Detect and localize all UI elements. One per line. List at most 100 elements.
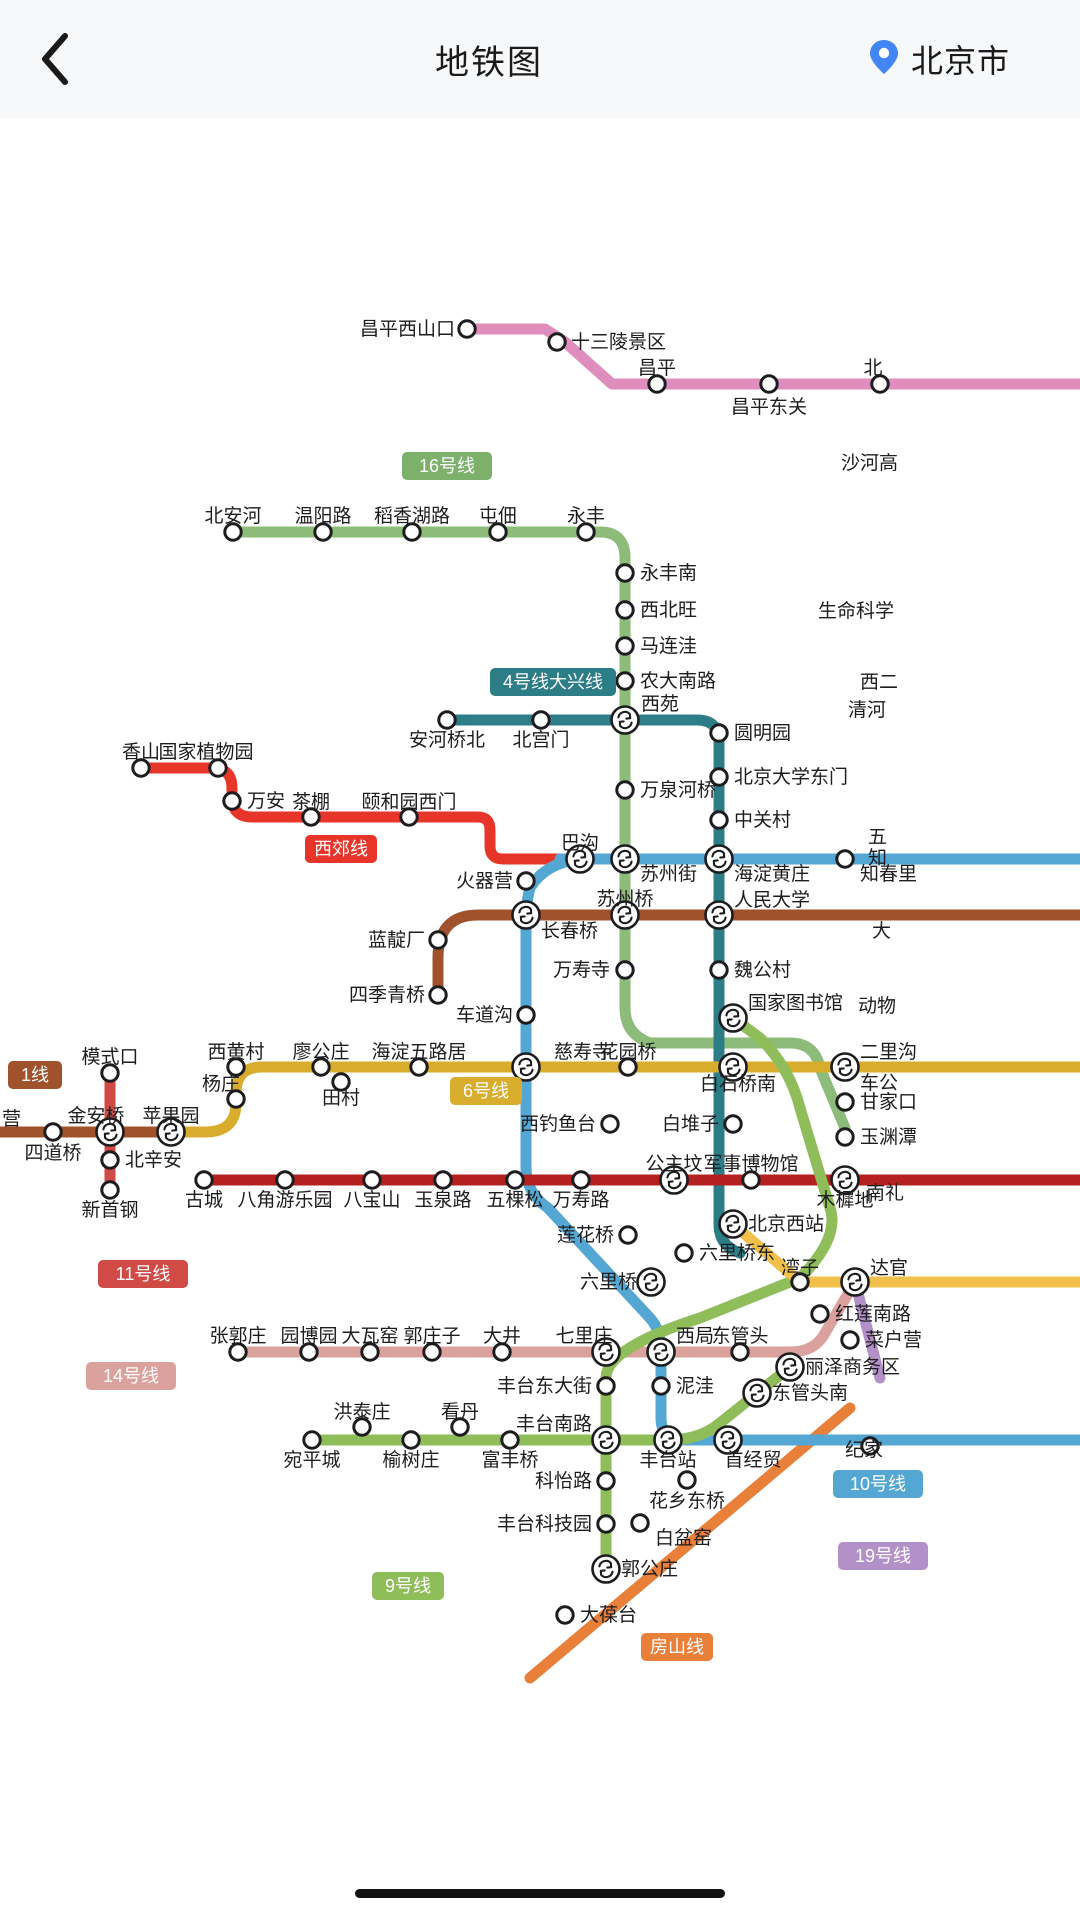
station-s90[interactable]: 大瓦窑 [341,1325,399,1362]
station-s9[interactable]: 稻香湖路 [374,505,450,542]
station-s76[interactable]: 公主坟 [645,1153,703,1195]
station-s74[interactable]: 五棵松 [486,1170,544,1211]
station-s102[interactable]: 丰台南路 [516,1413,621,1455]
station-s19[interactable]: 圆明园 [709,723,791,744]
station-s29[interactable]: 国家植物园 [158,741,254,778]
station-s5[interactable]: 北 [863,357,890,394]
line-badge-line10[interactable]: 10号线 [833,1470,923,1498]
station-s66[interactable]: 四道桥 [24,1122,82,1164]
station-s42[interactable]: 蓝靛厂 [368,929,448,951]
station-s12[interactable]: 永丰南 [615,562,697,584]
station-s85[interactable]: 达官 [840,1257,909,1297]
station-s88[interactable]: 张郭庄 [209,1325,267,1362]
station-s50[interactable]: 西黄村 [207,1041,265,1077]
station-s48[interactable]: 车道沟 [456,1004,536,1026]
station-s86[interactable]: 红莲南路 [810,1303,911,1325]
station-s52[interactable]: 海淀五路居 [371,1041,467,1077]
line-badge-line9[interactable]: 9号线 [372,1572,444,1600]
station-s83[interactable]: 六里桥 [580,1267,666,1297]
station-s20[interactable]: 北京大学东门 [709,766,848,788]
station-s56[interactable]: 二里沟 [830,1041,918,1082]
station-s87[interactable]: 菜户营 [840,1329,922,1351]
station-s84[interactable]: 湾子 [781,1257,819,1292]
station-s94[interactable]: 西局 [646,1326,715,1367]
station-s99[interactable]: 东管头南 [742,1378,849,1408]
station-s57[interactable]: 杨庄 [202,1073,246,1109]
station-s33[interactable]: 巴沟 [561,832,599,874]
station-s22[interactable]: 万泉河桥 [615,779,716,801]
station-s53[interactable]: 慈寿寺 [511,1041,612,1082]
line-badge-line14[interactable]: 14号线 [86,1362,176,1390]
station-s43[interactable]: 万寿寺 [553,959,635,981]
station-s32[interactable]: 颐和园西门 [361,791,457,827]
line-badge-fangshan[interactable]: 房山线 [641,1633,713,1661]
line-badge-line6[interactable]: 6号线 [450,1077,522,1105]
station-s47[interactable]: 动物 [858,995,896,1017]
station-s35[interactable]: 海淀黄庄 [704,844,811,886]
line-badge-line16[interactable]: 16号线 [402,452,492,480]
station-s96[interactable]: 丽泽商务区 [775,1352,901,1382]
station-s54[interactable]: 花园桥 [599,1041,657,1077]
station-s77[interactable]: 军事博物馆 [703,1153,799,1190]
station-s91[interactable]: 郭庄子 [403,1325,461,1362]
station-s104[interactable]: 榆树庄 [382,1430,440,1471]
station-s107[interactable]: 首经贸 [713,1425,782,1472]
station-s80[interactable]: 北京西站 [718,1209,825,1239]
line-badge-lineS1[interactable]: 1线 [8,1061,62,1089]
station-s31[interactable]: 茶棚 [292,791,330,827]
station-s51[interactable]: 廖公庄 [292,1041,350,1077]
station-s98[interactable]: 泥洼 [651,1375,714,1397]
station-s26[interactable]: 五 [868,827,887,848]
station-s75[interactable]: 万寿路 [552,1170,610,1211]
station-s45[interactable]: 四季青桥 [349,984,448,1006]
station-s27[interactable]: 知 [868,847,887,869]
station-s7[interactable]: 北安河 [204,505,262,542]
station-s81[interactable]: 莲花桥 [557,1224,638,1246]
station-s110[interactable]: 花乡东桥 [649,1470,725,1512]
station-s62[interactable]: 甘家口 [835,1091,917,1113]
station-s93[interactable]: 七里庄 [555,1325,621,1367]
station-s73[interactable]: 玉泉路 [414,1170,472,1211]
station-s63[interactable]: 西钓鱼台 [520,1113,620,1135]
station-s69[interactable]: 新首钢 [81,1180,139,1221]
station-s14[interactable]: 马连洼 [615,635,697,657]
station-s4[interactable]: 昌平东关 [731,374,807,418]
station-s36[interactable]: 知春里 [835,849,917,885]
station-s6[interactable]: 沙河高 [841,452,898,474]
station-s46[interactable]: 国家图书馆 [718,992,844,1033]
station-s105[interactable]: 富丰桥 [481,1430,539,1471]
station-s40[interactable]: 人民大学 [704,889,811,930]
station-s1[interactable]: 昌平西山口 [360,318,477,340]
station-s106[interactable]: 丰台站 [639,1425,697,1472]
station-s34[interactable]: 苏州街 [610,844,698,886]
station-s78[interactable]: 木樨地 [816,1165,874,1212]
station-s114[interactable]: 大葆台 [555,1604,637,1626]
station-s79[interactable]: 南礼 [866,1182,904,1204]
station-s100[interactable]: 洪泰庄 [333,1401,391,1437]
station-s70[interactable]: 古城 [185,1170,223,1211]
station-s10[interactable]: 屯佃 [479,505,517,542]
line-badge-line4[interactable]: 4号线大兴线 [490,668,616,696]
station-s82[interactable]: 六里桥东 [674,1242,775,1264]
line-badge-line19[interactable]: 19号线 [838,1542,928,1570]
station-s21[interactable]: 中关村 [709,809,791,831]
station-s44[interactable]: 魏公村 [709,959,791,981]
station-s15[interactable]: 农大南路 [615,670,716,692]
station-s71[interactable]: 八角游乐园 [237,1170,333,1211]
station-s67[interactable]: 营 [2,1108,21,1130]
back-button[interactable] [0,0,110,118]
station-s113[interactable]: 郭公庄 [591,1554,679,1584]
station-s65[interactable]: 玉渊潭 [835,1126,917,1148]
station-s38[interactable]: 苏州桥 [596,888,654,930]
station-s28[interactable]: 香山 [122,741,160,778]
station-s92[interactable]: 大井 [483,1325,521,1362]
station-s37[interactable]: 火器营 [456,870,536,892]
station-s103[interactable]: 宛平城 [283,1430,341,1471]
station-s23[interactable]: 生命科学 [818,600,894,622]
station-s2[interactable]: 十三陵景区 [547,331,666,353]
station-s18[interactable]: 北宫门 [512,710,570,751]
station-s17[interactable]: 安河桥北 [409,710,485,751]
station-s112[interactable]: 白盆窑 [630,1513,712,1549]
station-s64[interactable]: 白堆子 [662,1113,743,1135]
stations-layer[interactable]: 昌平西山口十三陵景区昌平昌平东关北沙河高北安河温阳路稻香湖路屯佃永丰永丰南西北旺… [2,318,922,1626]
